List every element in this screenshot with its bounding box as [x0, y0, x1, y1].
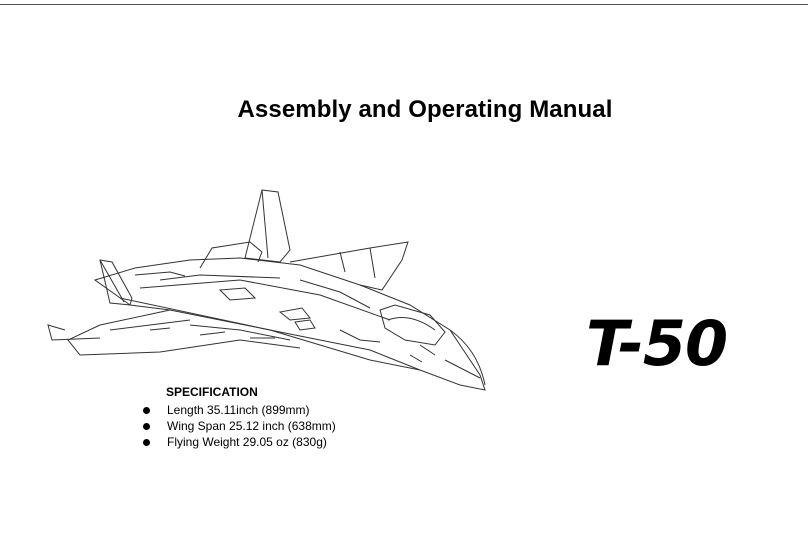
- spec-item-weight: Flying Weight 29.05 oz (830g): [140, 434, 336, 450]
- top-rule: [0, 4, 808, 5]
- spec-item-length: Length 35.11inch (899mm): [140, 402, 336, 418]
- bullet-icon: [143, 423, 150, 430]
- bullet-icon: [143, 439, 150, 446]
- right-tail: [244, 189, 291, 263]
- intake: [199, 241, 263, 269]
- bullet-icon: [143, 407, 150, 414]
- specification-heading: SPECIFICATION: [166, 385, 258, 399]
- spec-text: Length 35.11inch (899mm): [167, 403, 310, 417]
- manual-title: Assembly and Operating Manual: [237, 96, 613, 123]
- spec-item-wingspan: Wing Span 25.12 inch (638mm): [140, 418, 336, 434]
- right-wing: [289, 241, 409, 291]
- left-tail: [99, 259, 133, 306]
- fuselage-outline: [93, 257, 486, 391]
- model-name: T-50: [586, 307, 728, 380]
- left-wing: [67, 309, 301, 356]
- canopy: [379, 304, 446, 346]
- spec-text: Wing Span 25.12 inch (638mm): [167, 419, 336, 433]
- spec-text: Flying Weight 29.05 oz (830g): [167, 435, 327, 449]
- specification-list: Length 35.11inch (899mm) Wing Span 25.12…: [140, 402, 336, 450]
- specification-block: SPECIFICATION Length 35.11inch (899mm) W…: [140, 385, 336, 450]
- left-stabilizer: [47, 324, 101, 341]
- aircraft-illustration: [47, 189, 486, 391]
- nose: [444, 329, 486, 386]
